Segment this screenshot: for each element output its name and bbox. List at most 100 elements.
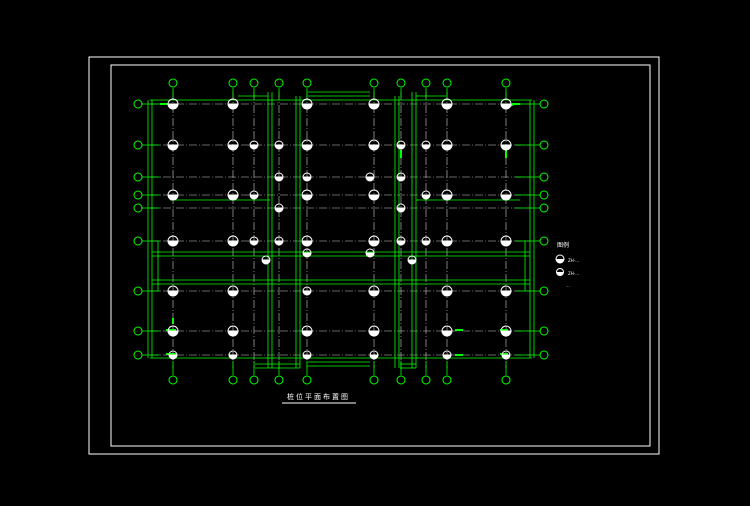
pile-marker	[368, 325, 380, 337]
axis-bubble-top	[302, 78, 312, 88]
axis-bubble-bottom	[302, 375, 312, 385]
pile-marker	[227, 139, 239, 151]
axis-bubble-top	[168, 78, 178, 88]
axis-bubble-left	[133, 172, 143, 182]
pile-marker	[421, 140, 431, 150]
legend-note: ...	[566, 283, 570, 288]
axis-bubble-right	[539, 172, 549, 182]
pile-marker	[441, 285, 453, 297]
outer-sheet-border	[88, 56, 660, 455]
axis-bubble-bottom	[442, 375, 452, 385]
axis-bubble-top	[442, 78, 452, 88]
pile-markers	[167, 98, 512, 360]
pile-marker	[500, 325, 512, 337]
pile-marker	[500, 285, 512, 297]
axis-bubble-top	[501, 78, 511, 88]
axis-grid	[150, 92, 530, 368]
pile-marker	[227, 325, 239, 337]
axis-bubble-top	[369, 78, 379, 88]
legend: 图例 ZH-... ZH-... ...	[555, 241, 579, 288]
pile-marker	[441, 325, 453, 337]
axis-bubble-top	[421, 78, 431, 88]
axis-bubble-left	[133, 140, 143, 150]
axis-bubble-left	[133, 286, 143, 296]
pile-marker	[167, 189, 179, 201]
axis-bubble-right	[539, 350, 549, 360]
pile-marker	[168, 350, 178, 360]
pile-marker	[274, 203, 284, 213]
pile-marker	[167, 235, 179, 247]
pile-marker	[274, 236, 284, 246]
pile-marker	[500, 98, 512, 110]
legend-item-b: ZH-...	[568, 271, 579, 276]
axis-bubble-bottom	[274, 375, 284, 385]
pile-marker	[261, 255, 271, 265]
axis-bubble-bottom	[369, 375, 379, 385]
axis-bubble-left	[133, 190, 143, 200]
pile-marker	[500, 189, 512, 201]
pile-marker	[227, 189, 239, 201]
pile-marker	[421, 190, 431, 200]
pile-marker	[368, 189, 380, 201]
axis-bubble-bottom	[228, 375, 238, 385]
pile-marker	[442, 350, 452, 360]
pile-type-b-icon	[556, 268, 564, 276]
legend-heading: 图例	[557, 241, 569, 249]
axis-bubble-bottom	[249, 375, 259, 385]
pile-marker	[249, 140, 259, 150]
pile-marker	[396, 172, 406, 182]
pile-marker	[228, 350, 238, 360]
axis-bubble-right	[539, 99, 549, 109]
pile-marker	[249, 190, 259, 200]
pile-marker	[302, 350, 312, 360]
pile-marker	[421, 236, 431, 246]
axis-bubble-bottom	[168, 375, 178, 385]
axis-bubble-left	[133, 99, 143, 109]
axis-bubble-bottom	[396, 375, 406, 385]
pile-marker	[500, 235, 512, 247]
axis-bubble-bottom	[421, 375, 431, 385]
pile-marker	[368, 139, 380, 151]
axis-bubble-left	[133, 203, 143, 213]
axis-bubble-top	[396, 78, 406, 88]
axis-bubble-right	[539, 203, 549, 213]
pile-marker	[167, 98, 179, 110]
pile-marker	[274, 140, 284, 150]
pile-marker	[249, 236, 259, 246]
axis-bubbles	[133, 78, 549, 385]
pile-marker	[396, 140, 406, 150]
axis-bubble-right	[539, 140, 549, 150]
axis-bubble-top	[228, 78, 238, 88]
axis-bubble-left	[133, 236, 143, 246]
inner-sheet-border	[110, 64, 651, 447]
pile-marker	[500, 139, 512, 151]
axis-bubble-right	[539, 190, 549, 200]
pile-marker	[441, 235, 453, 247]
pile-marker	[396, 236, 406, 246]
pile-marker	[441, 139, 453, 151]
pile-marker	[441, 189, 453, 201]
axis-bubble-bottom	[501, 375, 511, 385]
pile-marker	[301, 189, 313, 201]
pile-marker	[167, 285, 179, 297]
drawing-title: 桩位平面布置图	[287, 392, 350, 401]
foundation-beams	[142, 88, 540, 375]
axis-bubble-left	[133, 350, 143, 360]
pile-marker	[369, 350, 379, 360]
pile-marker	[302, 172, 312, 182]
pile-marker	[301, 98, 313, 110]
pile-marker	[368, 98, 380, 110]
pile-marker	[407, 255, 417, 265]
axis-bubble-top	[249, 78, 259, 88]
pile-marker	[501, 350, 511, 360]
pile-marker	[167, 325, 179, 337]
pile-marker	[302, 286, 312, 296]
pile-marker	[441, 98, 453, 110]
pile-marker	[368, 285, 380, 297]
pile-marker	[302, 248, 312, 258]
pile-marker	[227, 285, 239, 297]
pile-marker	[365, 248, 375, 258]
pile-type-a-icon	[555, 254, 565, 264]
pile-marker	[396, 203, 406, 213]
